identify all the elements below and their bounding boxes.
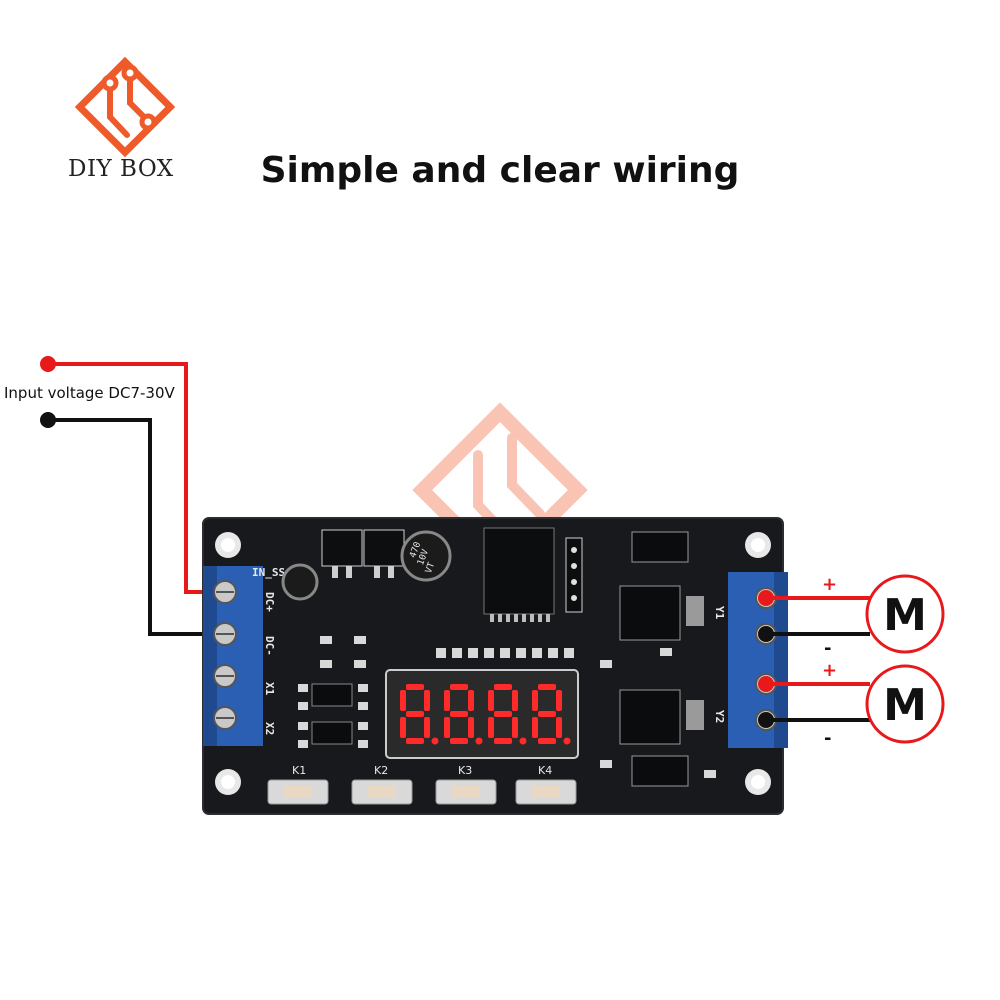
button-k4[interactable] xyxy=(515,779,577,805)
display-segment xyxy=(424,690,430,711)
input-terminal-block xyxy=(203,566,263,746)
pin-label-y2: Y2 xyxy=(713,710,726,723)
pin-label-x1: X1 xyxy=(263,682,276,696)
display-segment xyxy=(406,684,424,690)
display-segment xyxy=(400,690,406,711)
display-segment xyxy=(556,690,562,711)
microcontroller-chip xyxy=(483,527,555,615)
display-decimal-point xyxy=(519,737,527,745)
input-voltage-label: Input voltage DC7-30V xyxy=(4,384,175,402)
display-segment xyxy=(406,738,424,744)
input-negative-terminal-dot xyxy=(40,412,56,428)
display-segment xyxy=(444,717,450,738)
brand-name: DIY BOX xyxy=(68,156,174,182)
display-segment xyxy=(424,717,430,738)
motor-1: M xyxy=(865,574,945,654)
display-segment xyxy=(556,717,562,738)
display-decimal-point xyxy=(563,737,571,745)
display-decimal-point xyxy=(431,737,439,745)
display-segment xyxy=(468,717,474,738)
display-segment xyxy=(488,717,494,738)
display-segment xyxy=(488,690,494,711)
electrolytic-capacitor-large: 470 10V VT xyxy=(400,530,452,582)
pin-label-dc-plus: DC+ xyxy=(263,592,276,612)
motor-2-label: M xyxy=(883,680,927,731)
seven-segment-display xyxy=(385,669,579,759)
display-segment xyxy=(494,711,512,717)
display-segment xyxy=(532,717,538,738)
motor2-positive-mark: + xyxy=(822,660,837,681)
capacitor-text-3: VT xyxy=(424,561,437,575)
display-segment xyxy=(494,738,512,744)
display-digit xyxy=(532,684,571,745)
display-segment xyxy=(400,717,406,738)
button-row: K1 K2 K3 K4 xyxy=(267,764,577,805)
motor1-negative-mark: - xyxy=(824,638,831,659)
display-segment xyxy=(450,738,468,744)
button-k3[interactable] xyxy=(435,779,497,805)
pin-label-in-ss: IN_SS xyxy=(252,566,285,579)
display-segment xyxy=(512,690,518,711)
pin-label-y1: Y1 xyxy=(713,606,726,620)
pin-label-x2: X2 xyxy=(263,722,276,735)
pin-label-dc-minus: DC- xyxy=(263,636,276,656)
display-segment xyxy=(538,711,556,717)
display-segment xyxy=(444,690,450,711)
input-positive-terminal-dot xyxy=(40,356,56,372)
electrolytic-capacitor-small xyxy=(281,563,319,601)
motor2-negative-mark: - xyxy=(824,728,831,749)
display-segment xyxy=(538,684,556,690)
button-label-k3: K3 xyxy=(458,764,472,777)
display-digit xyxy=(400,684,439,745)
display-segment xyxy=(406,711,424,717)
display-digit xyxy=(488,684,527,745)
display-decimal-point xyxy=(475,737,483,745)
display-digit xyxy=(444,684,483,745)
input-negative-wire xyxy=(48,418,222,636)
display-segment xyxy=(512,717,518,738)
relay-control-board: IN_SS DC+ DC- X1 X2 470 10V VT xyxy=(202,517,788,815)
display-segment xyxy=(532,690,538,711)
button-label-k2: K2 xyxy=(374,764,388,777)
button-label-k4: K4 xyxy=(538,764,552,777)
display-segment xyxy=(468,690,474,711)
display-segment xyxy=(450,684,468,690)
button-k2[interactable] xyxy=(351,779,413,805)
display-segment xyxy=(450,711,468,717)
motor-2: M xyxy=(865,664,945,744)
button-k1[interactable] xyxy=(267,779,329,805)
page-title: Simple and clear wiring xyxy=(260,150,740,191)
display-segment xyxy=(494,684,512,690)
input-positive-wire xyxy=(48,362,222,594)
diy-box-circuit-logo-icon xyxy=(74,56,176,158)
motor1-positive-mark: + xyxy=(822,574,837,595)
button-label-k1: K1 xyxy=(292,764,306,777)
motor-1-label: M xyxy=(883,590,927,641)
display-segment xyxy=(538,738,556,744)
